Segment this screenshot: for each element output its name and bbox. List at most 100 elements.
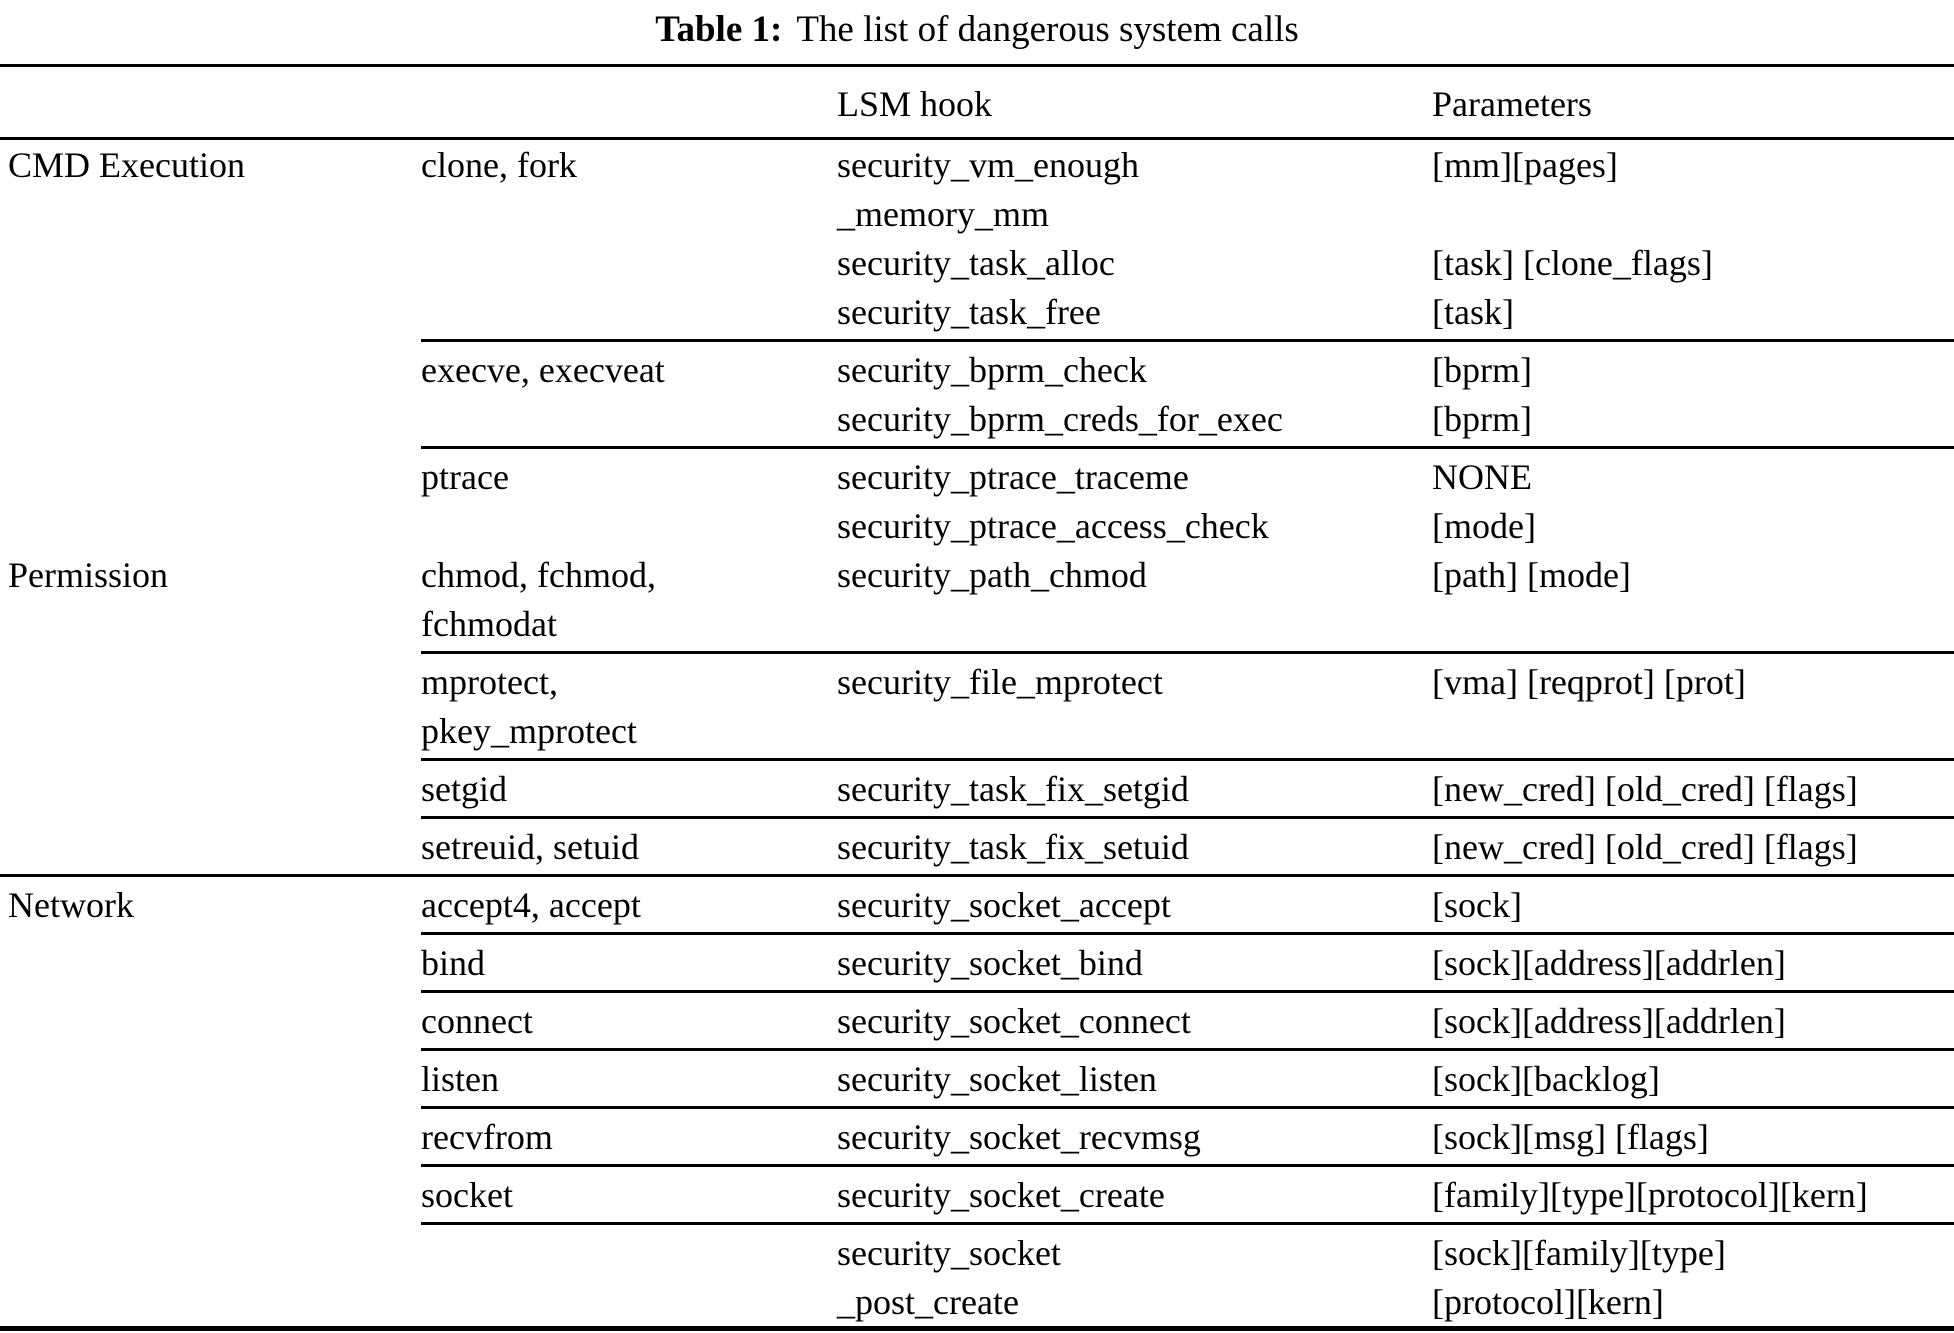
table-caption-label: Table 1:: [655, 9, 783, 50]
cell-category: [0, 599, 421, 648]
cell-syscall: [421, 394, 837, 443]
cell-category: [0, 1054, 421, 1103]
cell-category: [0, 996, 421, 1045]
cell-syscall: [421, 1277, 837, 1326]
table-row: ptrace security_ptrace_traceme NONE: [0, 452, 1954, 501]
table-row: _memory_mm: [0, 189, 1954, 238]
cell-lsm-hook: [837, 706, 1432, 755]
cell-category: [0, 452, 421, 501]
rule-bottom: [0, 1326, 1954, 1331]
table-caption: Table 1: The list of dangerous system cal…: [0, 0, 1954, 64]
cell-lsm-hook: [837, 599, 1432, 648]
header-syscall: [421, 67, 837, 137]
table-row: mprotect, security_file_mprotect [vma] […: [0, 657, 1954, 706]
cell-category: Network: [8, 885, 134, 925]
cell-lsm-hook: security_socket_connect: [837, 1001, 1191, 1041]
cell-category: Permission: [8, 555, 169, 595]
cell-category: [0, 345, 421, 394]
row-divider: [421, 816, 1954, 819]
table-row: setreuid, setuid security_task_fix_setui…: [0, 822, 1954, 871]
table-row: Permission chmod, fchmod, security_path_…: [0, 550, 1954, 599]
table-row: fchmodat: [0, 599, 1954, 648]
cell-lsm-hook: security_bprm_check: [837, 350, 1147, 390]
cell-parameters: [bprm]: [1432, 399, 1532, 439]
table-row: security_task_alloc [task] [clone_flags]: [0, 238, 1954, 287]
cell-syscall: execve, execveat: [421, 350, 665, 390]
header-lsm-hook: LSM hook: [837, 84, 993, 124]
cell-parameters: [task] [clone_flags]: [1432, 243, 1713, 283]
cell-parameters: [sock][family][type]: [1432, 1233, 1726, 1273]
table-row: security_socket [sock][family][type]: [0, 1228, 1954, 1277]
table-row: connect security_socket_connect [sock][a…: [0, 996, 1954, 1045]
cell-parameters: [mm][pages]: [1432, 145, 1618, 185]
cell-syscall: mprotect,: [421, 662, 558, 702]
cell-lsm-hook: _memory_mm: [837, 194, 1049, 234]
row-divider: [421, 1222, 1954, 1225]
cell-syscall: listen: [421, 1059, 499, 1099]
cell-category: [0, 657, 421, 706]
row-divider: [421, 1106, 1954, 1109]
cell-lsm-hook: security_ptrace_traceme: [837, 457, 1189, 497]
cell-parameters: [new_cred] [old_cred] [flags]: [1432, 769, 1858, 809]
cell-syscall: chmod, fchmod,: [421, 555, 656, 595]
cell-lsm-hook: security_task_free: [837, 292, 1101, 332]
table-row: setgid security_task_fix_setgid [new_cre…: [0, 764, 1954, 813]
header-category: [0, 67, 421, 137]
header-parameters: Parameters: [1432, 84, 1592, 124]
table-caption-text: The list of dangerous system calls: [796, 9, 1299, 50]
cell-syscall: accept4, accept: [421, 885, 641, 925]
cell-parameters: [task]: [1432, 292, 1514, 332]
cell-category: CMD Execution: [8, 145, 245, 185]
cell-lsm-hook: security_task_fix_setgid: [837, 769, 1189, 809]
row-divider: [421, 1048, 1954, 1051]
row-divider: [421, 990, 1954, 993]
cell-syscall: pkey_mprotect: [421, 711, 637, 751]
cell-parameters: [1432, 189, 1954, 238]
cell-category: [0, 501, 421, 550]
cell-parameters: NONE: [1432, 457, 1532, 497]
row-divider: [421, 1164, 1954, 1167]
cell-parameters: [1432, 706, 1954, 755]
cell-parameters: [mode]: [1432, 506, 1536, 546]
rule-header-bottom: [0, 137, 1954, 140]
cell-lsm-hook: security_vm_enough: [837, 145, 1139, 185]
cell-lsm-hook: security_ptrace_access_check: [837, 506, 1269, 546]
cell-lsm-hook: security_socket: [837, 1233, 1061, 1273]
cell-category: [0, 189, 421, 238]
cell-syscall: [421, 501, 837, 550]
cell-lsm-hook: security_socket_create: [837, 1175, 1165, 1215]
table-row: pkey_mprotect: [0, 706, 1954, 755]
cell-parameters: [1432, 599, 1954, 648]
row-divider: [421, 651, 1954, 654]
cell-category: [0, 1277, 421, 1326]
cell-parameters: [sock]: [1432, 885, 1522, 925]
cell-parameters: [family][type][protocol][kern]: [1432, 1175, 1868, 1215]
cell-syscall: connect: [421, 1001, 533, 1041]
cell-category: [0, 764, 421, 813]
cell-lsm-hook: security_socket_bind: [837, 943, 1143, 983]
cell-parameters: [sock][address][addrlen]: [1432, 1001, 1786, 1041]
table-row: socket security_socket_create [family][t…: [0, 1170, 1954, 1219]
row-divider: [421, 758, 1954, 761]
table-row: _post_create [protocol][kern]: [0, 1277, 1954, 1326]
cell-lsm-hook: security_path_chmod: [837, 555, 1147, 595]
table-row: security_bprm_creds_for_exec [bprm]: [0, 394, 1954, 443]
cell-parameters: [bprm]: [1432, 350, 1532, 390]
table-row: Network accept4, accept security_socket_…: [0, 880, 1954, 929]
cell-syscall: bind: [421, 943, 486, 983]
table-row: listen security_socket_listen [sock][bac…: [0, 1054, 1954, 1103]
cell-category: [0, 938, 421, 987]
rule-top: [0, 64, 1954, 67]
cell-lsm-hook: security_socket_listen: [837, 1059, 1157, 1099]
table-row: CMD Execution clone, fork security_vm_en…: [0, 140, 1954, 189]
cell-category: [0, 287, 421, 336]
cell-category: [0, 1112, 421, 1161]
cell-parameters: [sock][msg] [flags]: [1432, 1117, 1709, 1157]
table-row: security_task_free [task]: [0, 287, 1954, 336]
cell-parameters: [vma] [reqprot] [prot]: [1432, 662, 1746, 702]
cell-lsm-hook: security_file_mprotect: [837, 662, 1163, 702]
cell-category: [0, 238, 421, 287]
cell-lsm-hook: security_socket_recvmsg: [837, 1117, 1201, 1157]
cell-syscall: ptrace: [421, 457, 509, 497]
cell-syscall: [421, 238, 837, 287]
